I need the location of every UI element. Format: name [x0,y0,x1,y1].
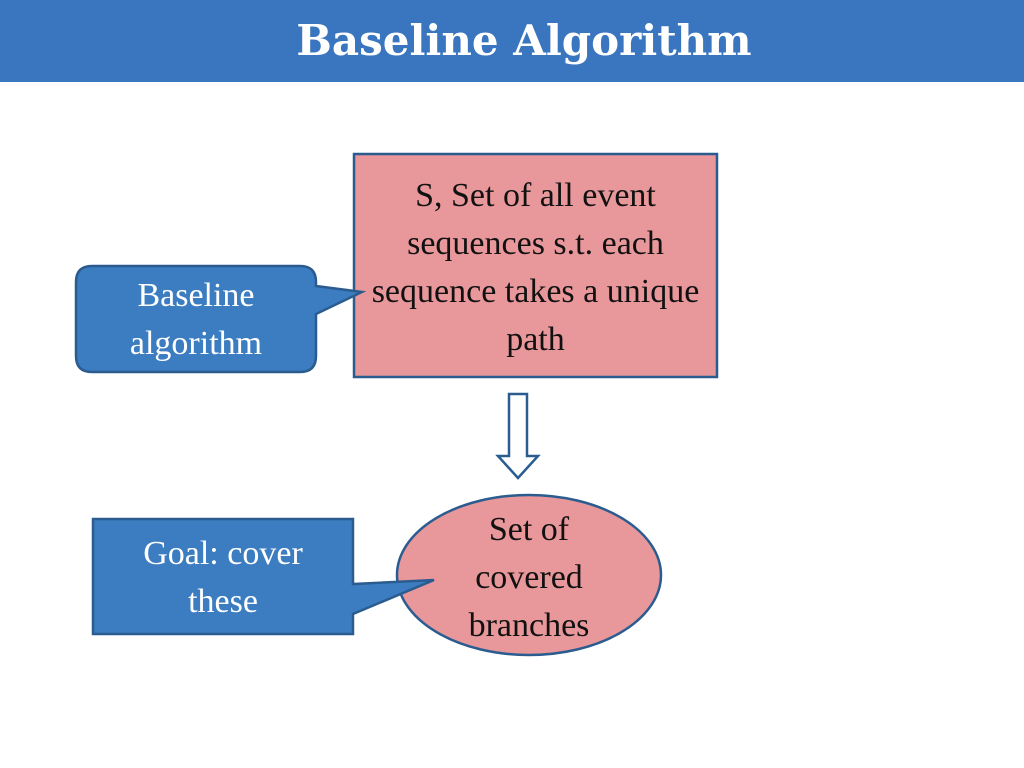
covered-branches-text: Set of covered branches [468,511,590,644]
title-bar: Baseline Algorithm [0,0,1024,82]
set-s-text: S, Set of all event sequences s.t. each … [371,177,700,358]
slide-title: Baseline Algorithm [296,16,752,65]
set-s-box [352,152,719,379]
baseline-callout-shape [74,264,367,374]
goal-callout-text: Goal: cover these [143,535,303,620]
down-arrow-icon [495,392,541,480]
covered-branches-ellipse [395,493,663,657]
baseline-callout-text: Baseline algorithm [129,277,263,362]
goal-callout-shape [91,517,435,636]
